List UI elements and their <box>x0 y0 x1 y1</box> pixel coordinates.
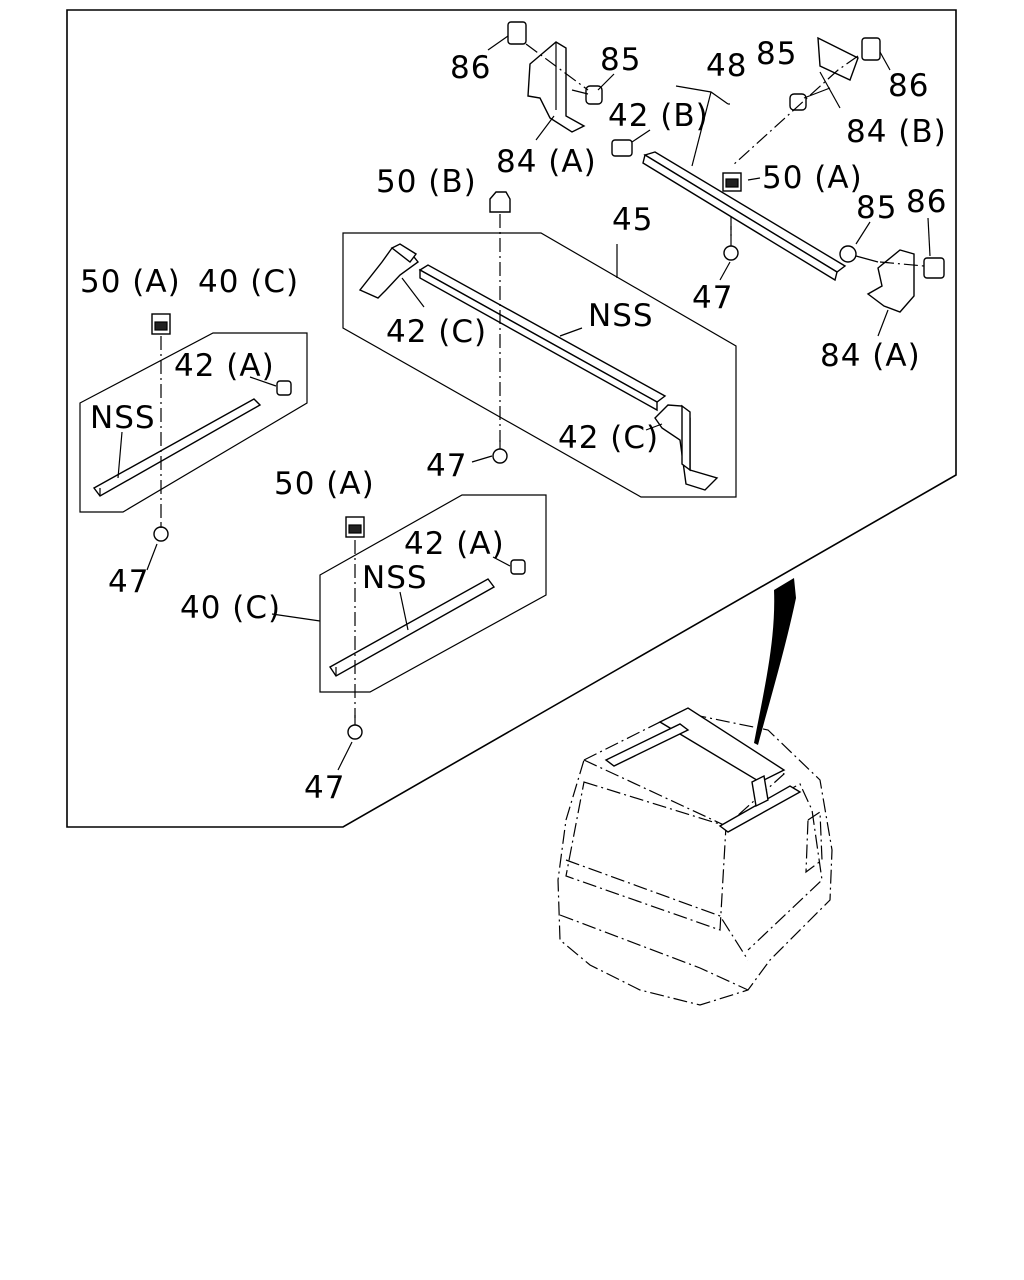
bracket-84a-top <box>487 21 615 141</box>
clip-50b <box>489 191 511 213</box>
group-outline-center <box>342 232 737 498</box>
rail-group-left <box>79 313 308 571</box>
label-48: 48 <box>706 48 747 84</box>
label-50b: 50 (B) <box>376 164 477 200</box>
end-cap-42c-lower <box>654 404 719 491</box>
label-86-mid-right: 86 <box>906 184 947 220</box>
label-42c-upper: 42 (C) <box>386 314 487 350</box>
end-cap-42c-upper <box>358 243 420 299</box>
label-47-right: 47 <box>692 280 733 316</box>
label-45: 45 <box>612 202 653 238</box>
label-86-top-left: 86 <box>450 50 491 86</box>
label-nss-left: NSS <box>90 400 156 436</box>
label-85-top-right: 85 <box>756 36 797 72</box>
label-42a-left: 42 (A) <box>174 348 275 384</box>
label-47-left: 47 <box>108 564 149 600</box>
fastener-42b <box>611 139 633 157</box>
nut-86-mid-right <box>923 257 945 279</box>
label-42c-lower: 42 (C) <box>558 420 659 456</box>
screw-47-right <box>723 226 739 261</box>
vehicle-arrow <box>754 578 796 745</box>
crossbar-group-48 <box>611 85 847 282</box>
screw-47-left <box>153 522 169 542</box>
roof-rail-bottom <box>328 578 496 677</box>
fastener-42a-bottom <box>510 559 526 575</box>
label-nss-bottom: NSS <box>362 560 428 596</box>
rail-group-bottom <box>271 494 547 771</box>
diagram-frame <box>66 9 957 828</box>
rail-group-center <box>342 191 737 498</box>
nut-86-top-right <box>861 37 881 61</box>
label-40c-bottom: 40 (C) <box>180 590 281 626</box>
fastener-42a-left <box>276 380 292 396</box>
screw-47-center <box>492 440 508 464</box>
screw-85-top-right <box>789 87 831 111</box>
label-42a-bottom: 42 (A) <box>404 526 505 562</box>
label-85-top-left: 85 <box>600 42 641 78</box>
nut-86-top-left <box>507 21 527 45</box>
label-85-mid-right: 85 <box>856 190 897 226</box>
label-50a-bottom: 50 (A) <box>274 466 375 502</box>
label-40c-left: 40 (C) <box>198 264 299 300</box>
label-47-center: 47 <box>426 448 467 484</box>
label-nss-center: NSS <box>588 298 654 334</box>
bracket-84a-right <box>839 217 945 337</box>
label-50a-left: 50 (A) <box>80 264 181 300</box>
label-84a-top: 84 (A) <box>496 144 597 180</box>
label-84a-right: 84 (A) <box>820 338 921 374</box>
screw-85-mid-right <box>839 245 879 263</box>
label-42b: 42 (B) <box>608 98 709 134</box>
vehicle-rear-view <box>557 578 833 1006</box>
screw-47-bottom <box>347 715 363 740</box>
label-47-bottom: 47 <box>304 770 345 806</box>
screw-85-top-left <box>571 85 603 105</box>
group-outline-left <box>79 332 308 513</box>
roof-rail-left <box>92 398 262 497</box>
label-86-top-right: 86 <box>888 68 929 104</box>
group-outline-bottom <box>319 494 547 693</box>
bracket-84b <box>731 36 891 167</box>
label-84b: 84 (B) <box>846 114 947 150</box>
label-50a-right: 50 (A) <box>762 160 863 196</box>
